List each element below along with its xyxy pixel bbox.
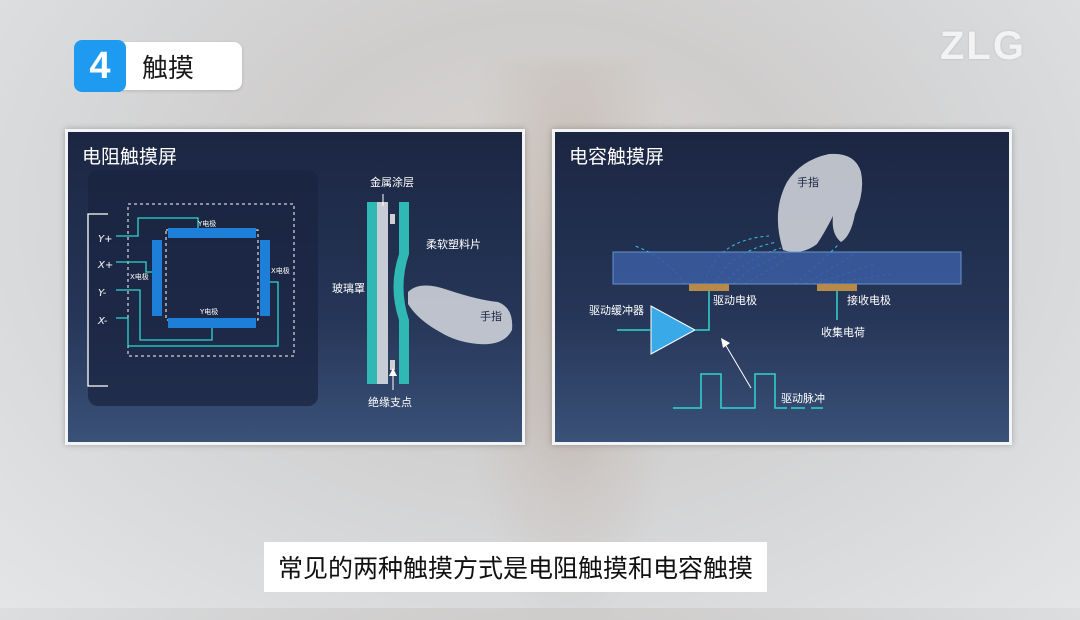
resistive-wires [116,217,279,347]
y-plus-label: Y+ [98,234,113,245]
finger-icon [777,153,863,252]
dashed-frame [127,203,295,357]
finger-label: 手指 [480,309,502,323]
y-electrode-bottom [168,318,256,328]
glass-inner [377,202,388,384]
capacitive-panel: 电容触摸屏 手指 驱动缓冲器 驱动电 [552,129,1012,445]
buffer-amplifier-icon [650,305,697,355]
capacitive-diagram: 手指 驱动缓冲器 驱动电极 接收电极 收集电 [589,153,962,409]
flexible-plastic-label: 柔软塑料片 [426,237,481,251]
finger-icon [408,285,513,345]
cap-finger-label: 手指 [797,175,819,189]
y-electrode-top-label: Y电极 [197,219,216,228]
section-badge: 4 触摸 [74,40,243,92]
x-electrode-right-label: X电极 [271,266,290,275]
step-number: 4 [74,40,126,92]
subtitle-caption: 常见的两种触摸方式是电阻触摸和电容触摸 [264,542,768,592]
x-plus-label: X+ [97,260,113,271]
support-arrow [389,368,397,376]
receive-electrode-label: 接收电极 [847,293,891,307]
x-electrode-left-label: X电极 [130,272,149,281]
capacitive-title: 电容触摸屏 [569,146,665,168]
insulating-dot-bottom [390,360,395,370]
x-electrode-left [152,240,162,316]
drive-pulse-label: 驱动脉冲 [781,391,825,405]
drive-electrode [689,284,729,291]
resistive-grid-bg [88,170,318,406]
capacitive-wires [617,291,838,409]
y-electrode-bottom-label: Y电极 [199,307,218,316]
collect-charge-label: 收集电荷 [821,325,865,339]
insulating-support-label: 绝缘支点 [368,395,412,409]
x-electrode-right [260,240,270,316]
y-minus-label: Y- [98,288,107,299]
y-electrode-top [168,228,256,238]
metal-coating-label: 金属涂层 [370,175,414,189]
resistive-panel: 电阻触摸屏 Y+ X+ Y- X- Y电极 Y电极 X电极 X电极 金属涂层 柔… [65,129,525,445]
glass-outer [367,202,377,384]
section-title: 触摸 [120,42,243,90]
insulating-dot-top [390,214,395,224]
resistive-title: 电阻触摸屏 [82,146,178,168]
flexible-plastic [393,202,409,384]
zlg-logo: ZLG [940,24,1026,68]
pulse-arrow [721,338,730,348]
drive-buffer-label: 驱动缓冲器 [589,303,644,317]
glass-cover-label: 玻璃罩 [332,281,365,295]
receive-electrode [817,284,857,291]
cover-glass [612,251,962,285]
resistive-diagram: Y+ X+ Y- X- Y电极 Y电极 X电极 X电极 金属涂层 柔软塑料片 玻… [87,170,513,409]
x-minus-label: X- [97,316,108,327]
terminal-bracket [87,213,108,387]
drive-electrode-label: 驱动电极 [713,293,757,307]
pulse-pointer [724,343,752,389]
